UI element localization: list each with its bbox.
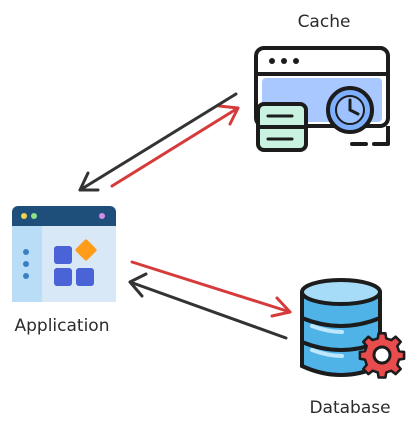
database-label: Database [309,398,391,418]
cache-server-clock-icon [254,46,390,152]
gear-icon [358,332,406,379]
application-window-icon [12,206,116,302]
application-label: Application [14,316,110,336]
cache-label: Cache [297,12,351,32]
edge-database-to-app [128,272,288,340]
edge-cache-to-app [78,92,238,192]
edge-app-to-cache [110,104,240,188]
database-gear-icon [300,278,406,379]
edge-app-to-database [130,260,292,318]
